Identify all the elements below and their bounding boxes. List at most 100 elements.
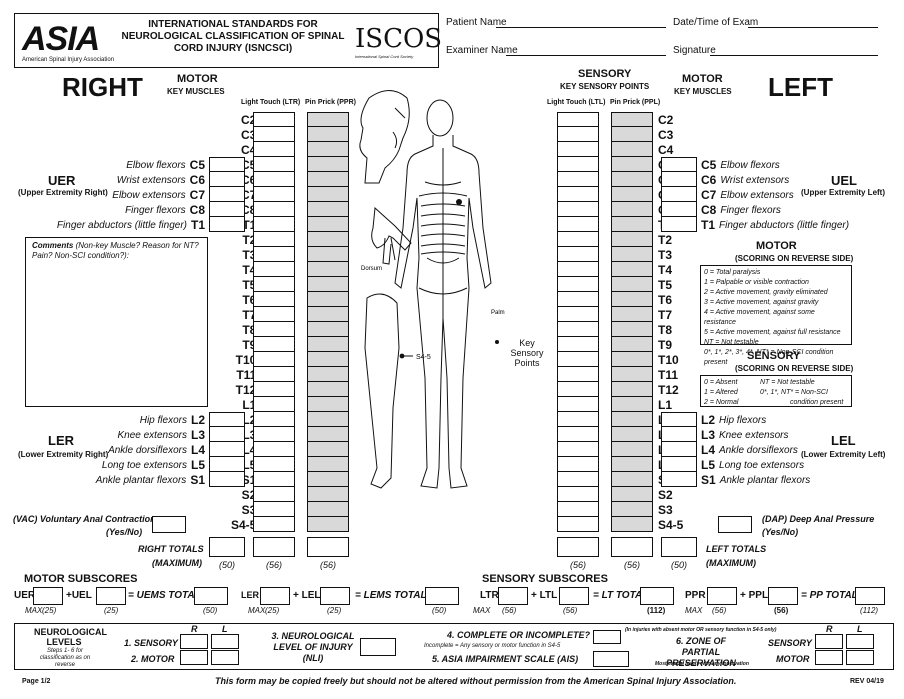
motor-score-cell[interactable] (209, 157, 245, 172)
ppr-cell[interactable] (307, 517, 349, 532)
ltr-cell[interactable] (253, 277, 295, 292)
motor-score-cell[interactable] (209, 472, 245, 487)
motor-score-cell[interactable] (209, 442, 245, 457)
ltr-cell[interactable] (253, 367, 295, 382)
motor-score-cell[interactable] (661, 427, 697, 442)
ppl-cell[interactable] (611, 142, 653, 157)
ltr-box[interactable] (498, 587, 528, 605)
ppr-cell[interactable] (307, 157, 349, 172)
ppl-cell[interactable] (611, 367, 653, 382)
ppl-cell[interactable] (611, 457, 653, 472)
ltl-cell[interactable] (557, 247, 599, 262)
ppr-cell[interactable] (307, 442, 349, 457)
ltr-cell[interactable] (253, 217, 295, 232)
ppl-cell[interactable] (611, 472, 653, 487)
ltl-cell[interactable] (557, 307, 599, 322)
ltl-cell[interactable] (557, 172, 599, 187)
nli-box[interactable] (360, 638, 396, 656)
lt-box[interactable] (640, 587, 674, 605)
ppl-cell[interactable] (611, 232, 653, 247)
ppr-cell[interactable] (307, 382, 349, 397)
motor-score-cell[interactable] (209, 172, 245, 187)
ltr-cell[interactable] (253, 292, 295, 307)
uer-box[interactable] (33, 587, 63, 605)
ppl-box[interactable] (768, 587, 798, 605)
zpp-sensory-l[interactable] (846, 634, 874, 649)
ltl-cell[interactable] (557, 367, 599, 382)
right-lt-total[interactable] (253, 537, 295, 557)
ltl-cell[interactable] (557, 382, 599, 397)
ppr-cell[interactable] (307, 202, 349, 217)
ltr-cell[interactable] (253, 397, 295, 412)
motor-score-cell[interactable] (209, 187, 245, 202)
left-pp-total[interactable] (611, 537, 653, 557)
ltl-cell[interactable] (557, 127, 599, 142)
motor-score-cell[interactable] (661, 442, 697, 457)
ltl-cell[interactable] (557, 232, 599, 247)
ppr-cell[interactable] (307, 412, 349, 427)
motor-score-cell[interactable] (209, 412, 245, 427)
ltr-cell[interactable] (253, 382, 295, 397)
lems-box[interactable] (425, 587, 459, 605)
ltr-cell[interactable] (253, 232, 295, 247)
zpp-motor-l[interactable] (846, 650, 874, 665)
patient-name-field[interactable] (496, 27, 666, 28)
motor-score-cell[interactable] (661, 157, 697, 172)
date-time-field[interactable] (748, 27, 878, 28)
uems-box[interactable] (194, 587, 228, 605)
signature-field[interactable] (710, 55, 878, 56)
right-motor-total[interactable] (209, 537, 245, 557)
ppl-cell[interactable] (611, 502, 653, 517)
motor-score-cell[interactable] (661, 217, 697, 232)
ppl-cell[interactable] (611, 517, 653, 532)
ppl-cell[interactable] (611, 247, 653, 262)
ltr-cell[interactable] (253, 472, 295, 487)
ltl-cell[interactable] (557, 262, 599, 277)
ltr-cell[interactable] (253, 457, 295, 472)
ltr-cell[interactable] (253, 502, 295, 517)
zpp-sensory-r[interactable] (815, 634, 843, 649)
ltr-cell[interactable] (253, 412, 295, 427)
nl-sensory-r[interactable] (180, 634, 208, 649)
ppr-cell[interactable] (307, 172, 349, 187)
ppl-cell[interactable] (611, 307, 653, 322)
ltl-cell[interactable] (557, 502, 599, 517)
ppr-cell[interactable] (307, 487, 349, 502)
ltl-cell[interactable] (557, 202, 599, 217)
ppl-cell[interactable] (611, 412, 653, 427)
ltl-box[interactable] (559, 587, 589, 605)
ltr-cell[interactable] (253, 262, 295, 277)
ppr-cell[interactable] (307, 127, 349, 142)
ppl-cell[interactable] (611, 187, 653, 202)
ltl-cell[interactable] (557, 322, 599, 337)
ppl-cell[interactable] (611, 277, 653, 292)
ltl-cell[interactable] (557, 457, 599, 472)
ltl-cell[interactable] (557, 187, 599, 202)
ppr-cell[interactable] (307, 472, 349, 487)
motor-score-cell[interactable] (661, 412, 697, 427)
examiner-name-field[interactable] (506, 55, 666, 56)
ltr-cell[interactable] (253, 442, 295, 457)
ltl-cell[interactable] (557, 292, 599, 307)
ppl-cell[interactable] (611, 442, 653, 457)
ltl-cell[interactable] (557, 217, 599, 232)
pp-box[interactable] (855, 587, 885, 605)
ltl-cell[interactable] (557, 472, 599, 487)
ppr-cell[interactable] (307, 247, 349, 262)
ppl-cell[interactable] (611, 172, 653, 187)
ltl-cell[interactable] (557, 157, 599, 172)
ltr-cell[interactable] (253, 427, 295, 442)
ppr-cell[interactable] (307, 232, 349, 247)
ppr-cell[interactable] (307, 187, 349, 202)
ltr-cell[interactable] (253, 307, 295, 322)
ltl-cell[interactable] (557, 442, 599, 457)
ppl-cell[interactable] (611, 127, 653, 142)
right-pp-total[interactable] (307, 537, 349, 557)
ppr-cell[interactable] (307, 142, 349, 157)
zpp-motor-r[interactable] (815, 650, 843, 665)
ltl-cell[interactable] (557, 352, 599, 367)
ppr-cell[interactable] (307, 397, 349, 412)
ppl-cell[interactable] (611, 397, 653, 412)
ppl-cell[interactable] (611, 487, 653, 502)
ltr-cell[interactable] (253, 352, 295, 367)
